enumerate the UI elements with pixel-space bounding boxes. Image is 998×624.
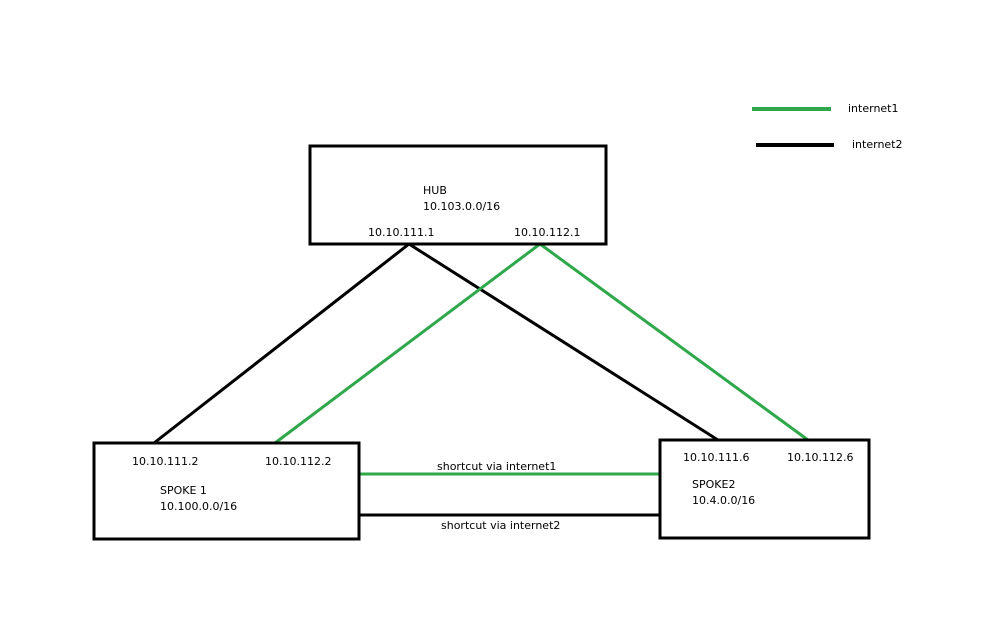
legend: internet1 internet2 — [752, 102, 903, 151]
hub-node: HUB 10.103.0.0/16 10.10.111.1 10.10.112.… — [308, 144, 608, 246]
hub-ip-internet2: 10.10.111.1 — [368, 226, 434, 239]
hub-spoke2-internet1-link — [539, 242, 809, 442]
shortcut-internet2-label: shortcut via internet2 — [441, 519, 560, 532]
spoke2-node: 10.10.111.6 10.10.112.6 SPOKE2 10.4.0.0/… — [658, 438, 871, 540]
spoke2-subnet: 10.4.0.0/16 — [692, 494, 755, 507]
spoke1-node: 10.10.111.2 10.10.112.2 SPOKE 1 10.100.0… — [92, 441, 361, 541]
hub-subnet: 10.103.0.0/16 — [423, 200, 500, 213]
spoke2-ip-internet2: 10.10.111.6 — [683, 451, 749, 464]
hub-name: HUB — [423, 184, 447, 197]
spoke1-name: SPOKE 1 — [160, 484, 207, 497]
spoke2-ip-internet1: 10.10.112.6 — [787, 451, 853, 464]
tunnel-links — [153, 242, 809, 517]
shortcut-internet1-label: shortcut via internet1 — [437, 460, 556, 473]
spoke2-box — [658, 438, 871, 540]
hub-spoke2-internet2-link — [408, 242, 719, 442]
legend-internet2-label: internet2 — [852, 138, 903, 151]
hub-ip-internet1: 10.10.112.1 — [514, 226, 580, 239]
hub-spoke1-internet2-link — [153, 242, 410, 445]
spoke1-ip-internet1: 10.10.112.2 — [265, 455, 331, 468]
spoke1-ip-internet2: 10.10.111.2 — [132, 455, 198, 468]
legend-internet1-label: internet1 — [848, 102, 899, 115]
spoke2-name: SPOKE2 — [692, 478, 735, 491]
spoke1-box — [92, 441, 361, 541]
hub-spoke1-internet1-link — [274, 242, 541, 445]
hub-box — [308, 144, 608, 246]
spoke1-subnet: 10.100.0.0/16 — [160, 500, 237, 513]
